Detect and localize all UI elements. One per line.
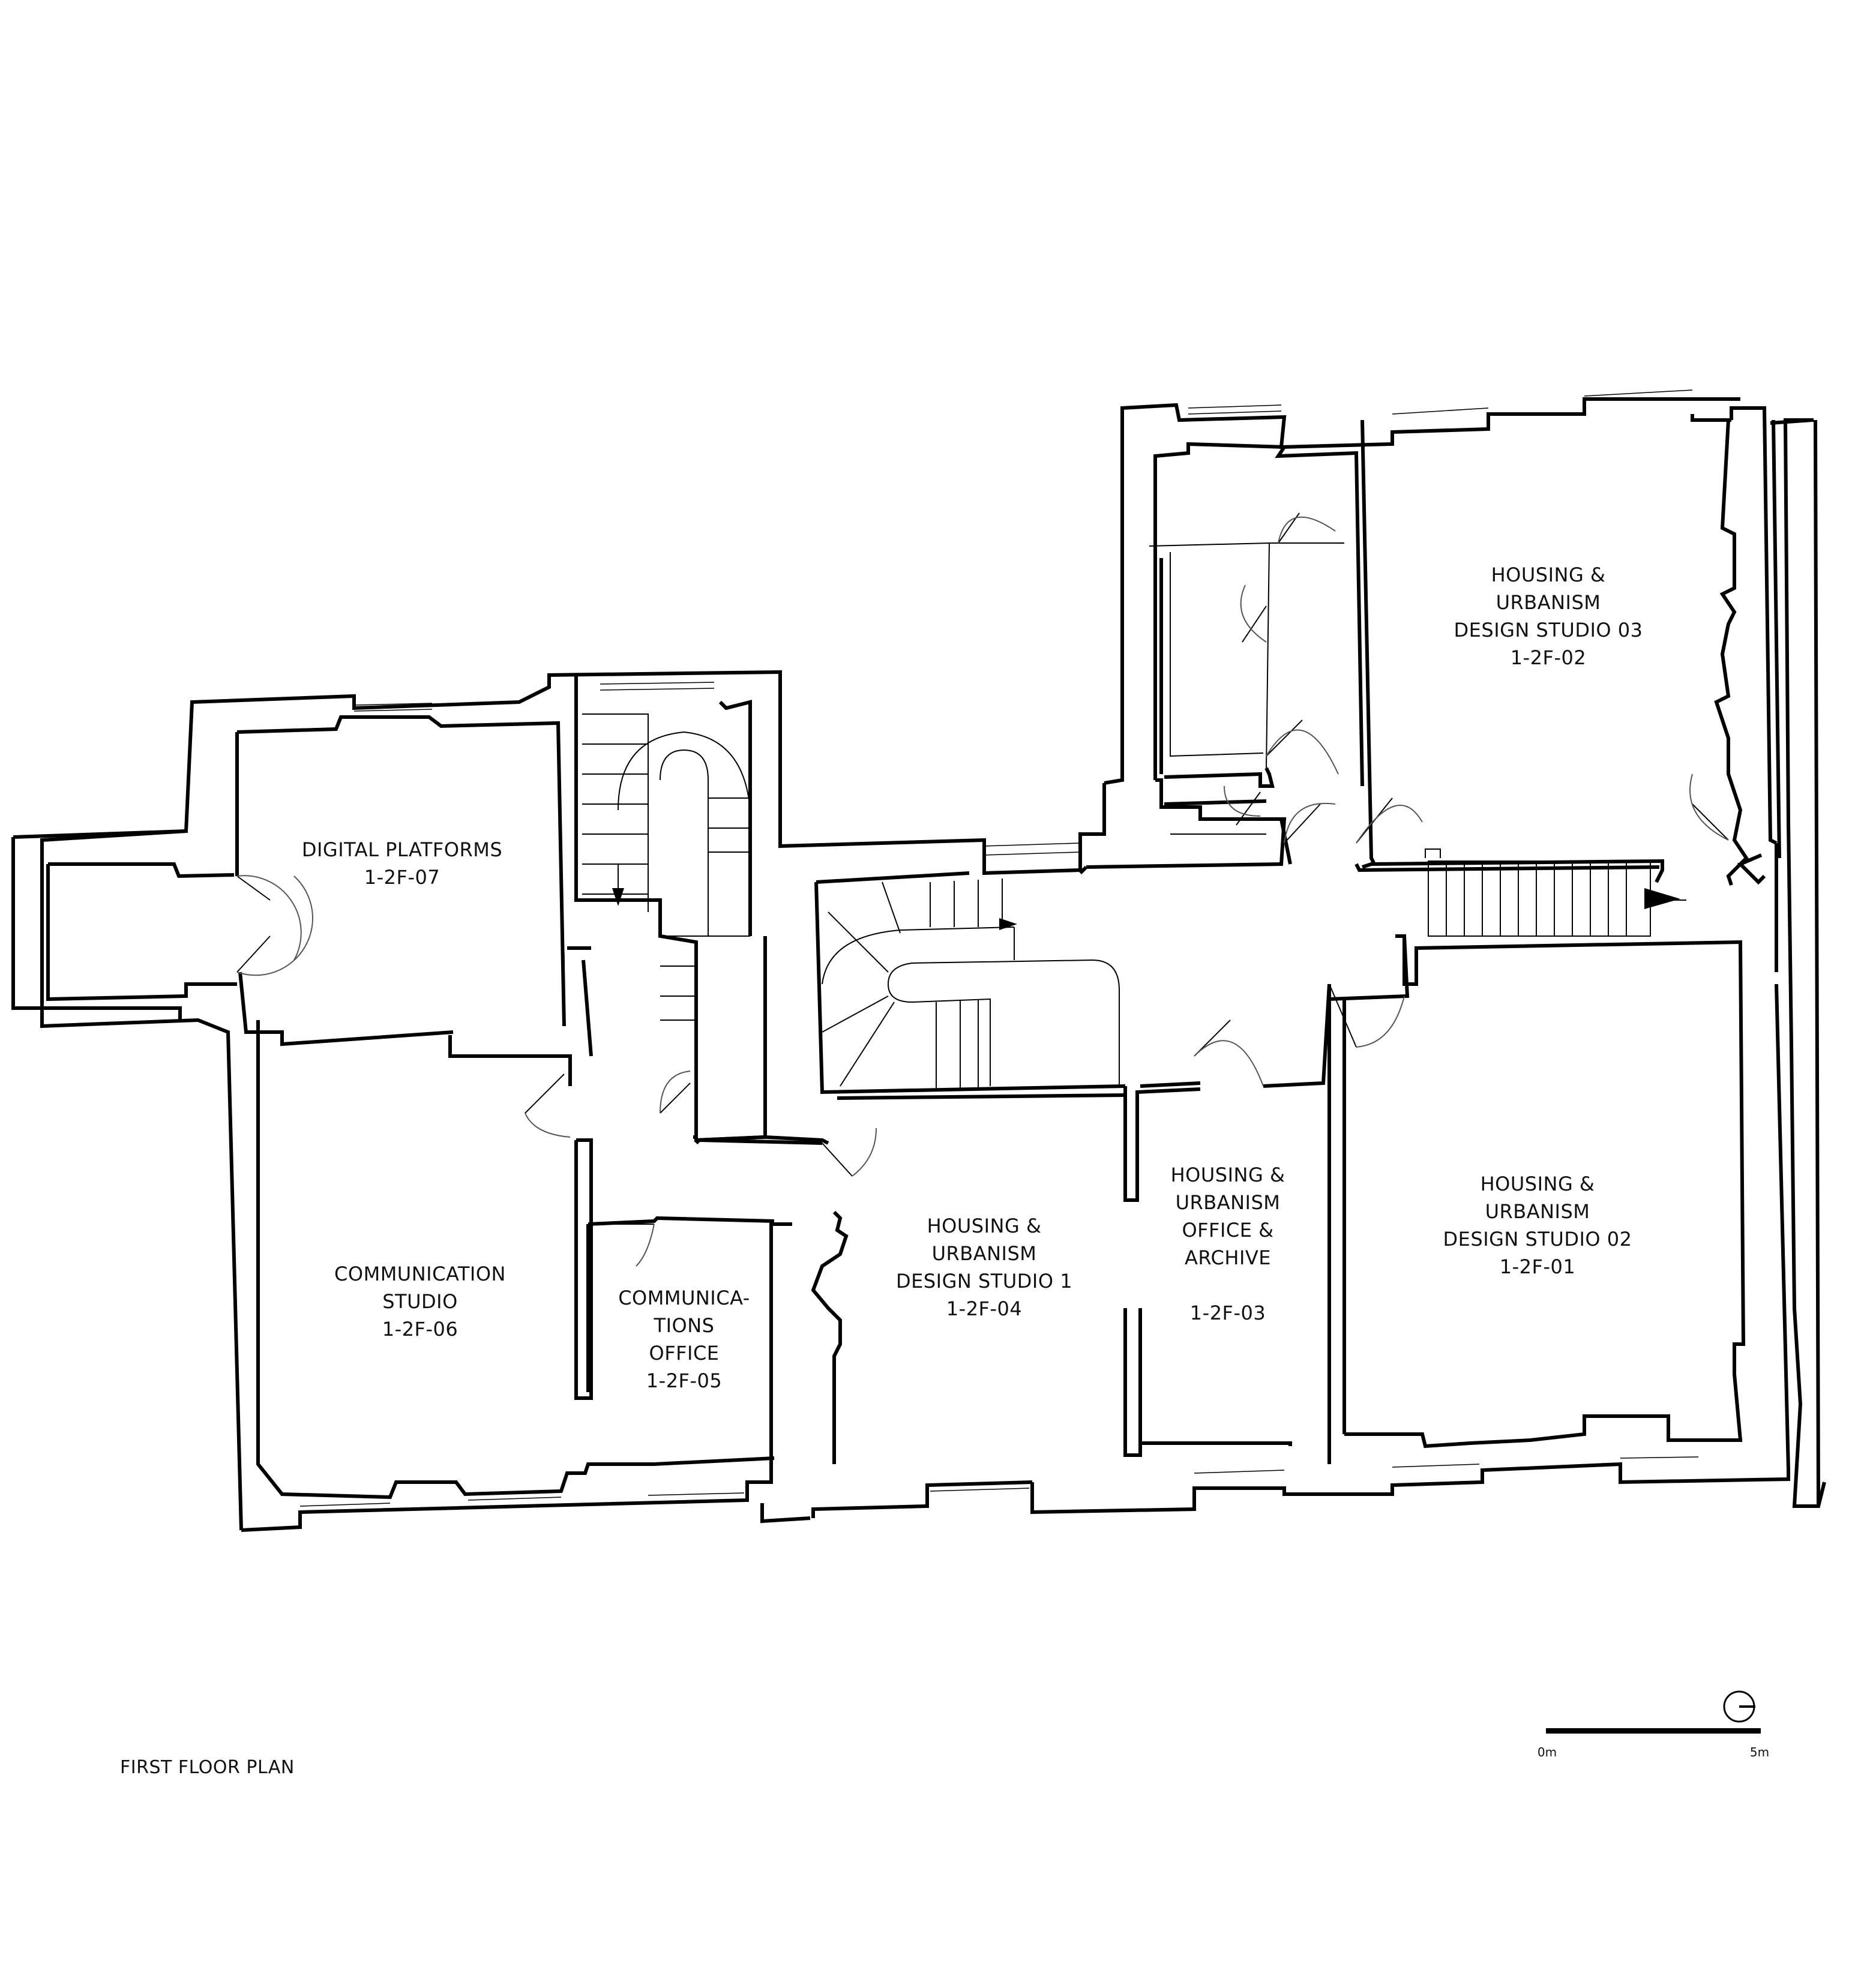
south-east-walls xyxy=(1140,934,1746,1464)
west-block-walls xyxy=(11,670,1106,1531)
plan-title: FIRST FLOOR PLAN xyxy=(120,1757,295,1778)
east-wall xyxy=(1783,418,1826,1508)
north-arrow-icon xyxy=(1723,1690,1755,1723)
scale-bar xyxy=(1546,1728,1761,1734)
scale-end-label: 5m xyxy=(1749,1745,1770,1759)
windows xyxy=(299,389,1699,1513)
north-east-walls xyxy=(1086,397,1813,972)
central-stair-walls xyxy=(574,700,829,1145)
south-walls xyxy=(241,983,1790,1532)
doors xyxy=(236,512,1729,1267)
stair-centre xyxy=(822,878,1120,1089)
stair-east xyxy=(1428,860,1686,937)
scale-start-label: 0m xyxy=(1537,1745,1557,1759)
stair-west xyxy=(582,713,751,1021)
middle-partitions xyxy=(814,865,1331,1457)
